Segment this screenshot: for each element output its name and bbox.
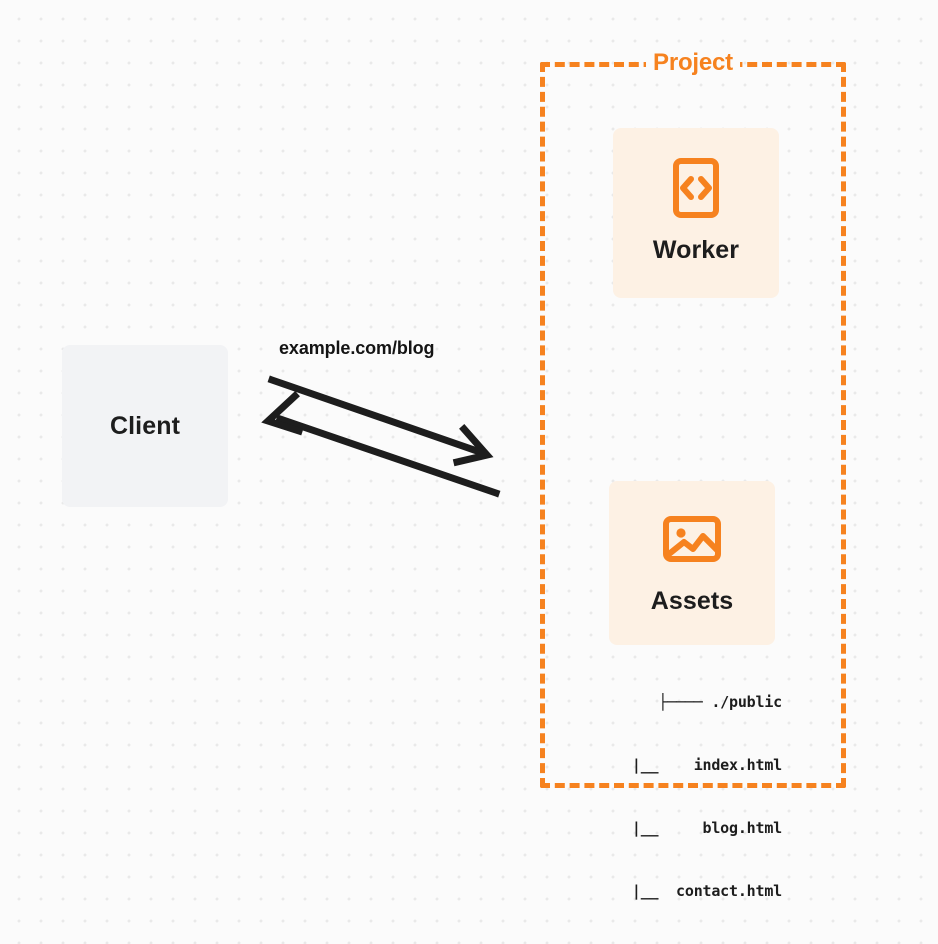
image-icon (663, 516, 721, 562)
client-node[interactable]: Client (62, 345, 228, 507)
code-brackets-icon (673, 158, 719, 218)
file-tree-row: |__ blog.html (631, 819, 782, 837)
project-boundary: Project (540, 49, 846, 788)
assets-node[interactable]: Assets (609, 481, 775, 645)
client-label: Client (109, 411, 181, 440)
project-title: Project (646, 49, 740, 77)
diagram-canvas: Client example.com/blog Project Worker (62, 49, 846, 900)
response-arrow-icon (261, 391, 501, 498)
worker-node[interactable]: Worker (613, 128, 779, 298)
assets-file-tree: ├──── ./public |__ index.html |__ blog.h… (560, 650, 782, 944)
request-arrow-icon (267, 375, 494, 467)
worker-label: Worker (652, 236, 740, 264)
file-tree-row: |__ contact.html (631, 882, 782, 900)
file-tree-row: |__ index.html (631, 756, 782, 774)
connection-url-label: example.com/blog (279, 338, 435, 358)
assets-label: Assets (650, 587, 734, 615)
file-tree-row: ├──── ./public (658, 693, 782, 711)
